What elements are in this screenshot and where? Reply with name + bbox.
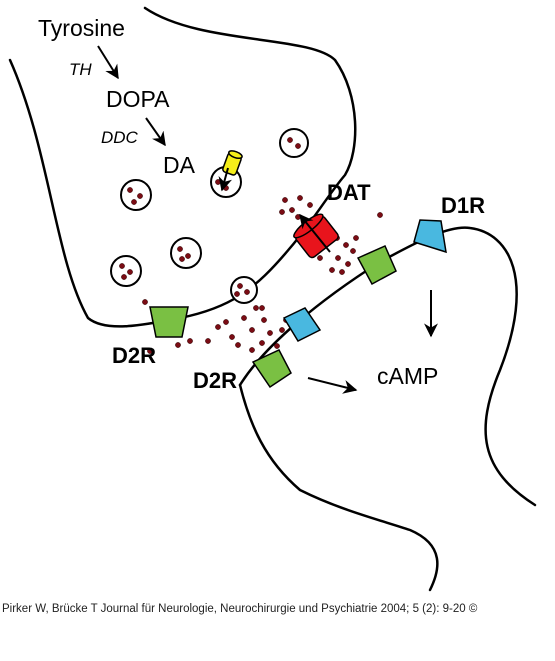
tyrosine-label: Tyrosine	[38, 15, 125, 41]
postsynaptic-membrane	[238, 226, 537, 507]
postsynaptic-membrane-lower	[238, 383, 439, 592]
dopamine-dot	[287, 137, 293, 143]
vmat-transporter	[222, 150, 243, 176]
d1-receptor-secondary	[282, 307, 322, 342]
dopamine-dot	[259, 305, 265, 311]
dat-reuptake-arrow	[299, 213, 331, 253]
d2-signal-arrow	[307, 377, 358, 394]
dopamine-dot	[279, 327, 285, 333]
dopamine-dot	[185, 253, 191, 259]
dopamine-dot	[127, 269, 133, 275]
dopamine-dot	[223, 185, 229, 191]
dopamine-dot	[339, 269, 345, 275]
d1-receptor-main	[413, 219, 447, 254]
dopamine-dot	[353, 235, 359, 241]
da-label: DA	[163, 152, 196, 178]
dopamine-dot	[249, 327, 255, 333]
synaptic-vesicles	[110, 128, 309, 304]
citation: Pirker W, Brücke T Journal für Neurologi…	[2, 603, 478, 615]
presynaptic-membrane	[8, 6, 357, 328]
dopamine-dot	[297, 195, 303, 201]
dopamine-dot	[289, 207, 295, 213]
dopamine-dot	[127, 187, 133, 193]
dat-label: DAT	[327, 180, 371, 205]
dopamine-dot	[295, 143, 301, 149]
dopamine-dot	[377, 212, 383, 218]
dopamine-dot	[253, 305, 259, 311]
dopa-label: DOPA	[106, 86, 170, 112]
dopamine-dot	[279, 209, 285, 215]
dopamine-dot	[223, 319, 229, 325]
dopamine-dot	[345, 261, 351, 267]
dopamine-dot	[215, 179, 221, 185]
dopamine-dot	[241, 315, 247, 321]
d2-receptor-postsynaptic	[251, 349, 292, 389]
d1r-label: D1R	[441, 193, 485, 218]
dopamine-dot	[175, 342, 181, 348]
dopamine-molecules	[119, 137, 383, 354]
dopamine-dot	[142, 299, 148, 305]
dopamine-dot	[119, 263, 125, 269]
dopamine-dot	[147, 348, 153, 354]
dopamine-dot	[350, 248, 356, 254]
dopamine-dot	[179, 256, 185, 262]
d2-receptor-upper	[356, 245, 397, 286]
dopamine-dot	[229, 334, 235, 340]
dopamine-dot	[121, 274, 127, 280]
dopamine-dot	[235, 342, 241, 348]
dopamine-dot	[307, 202, 313, 208]
dopamine-dot	[282, 197, 288, 203]
d2r-presynaptic-label: D2R	[112, 343, 156, 368]
dopamine-dot	[205, 338, 211, 344]
th-label: TH	[69, 60, 92, 79]
dopamine-dot	[335, 255, 341, 261]
dopamine-dot	[274, 343, 280, 349]
dopamine-dot	[267, 330, 273, 336]
d2-receptor-presynaptic	[149, 306, 189, 338]
dopamine-dot	[261, 317, 267, 323]
ddc-arrow	[145, 117, 166, 147]
dopamine-dot	[249, 347, 255, 353]
camp-label: cAMP	[377, 363, 438, 389]
dopamine-dot	[259, 340, 265, 346]
th-arrow	[97, 45, 119, 80]
dopamine-dot	[244, 289, 250, 295]
dopamine-dot	[131, 199, 137, 205]
dopamine-dot	[137, 193, 143, 199]
d2r-postsynaptic-label: D2R	[193, 368, 237, 393]
dopamine-dot	[329, 267, 335, 273]
ddc-label: DDC	[101, 128, 139, 147]
dopamine-dot	[215, 324, 221, 330]
dopamine-dot	[317, 255, 323, 261]
dopamine-dot	[177, 246, 183, 252]
dopamine-dot	[343, 242, 349, 248]
dopamine-dot	[237, 283, 243, 289]
vmat-uptake-arrow	[218, 167, 233, 192]
dopamine-dot	[187, 338, 193, 344]
dopamine-dot	[234, 291, 240, 297]
